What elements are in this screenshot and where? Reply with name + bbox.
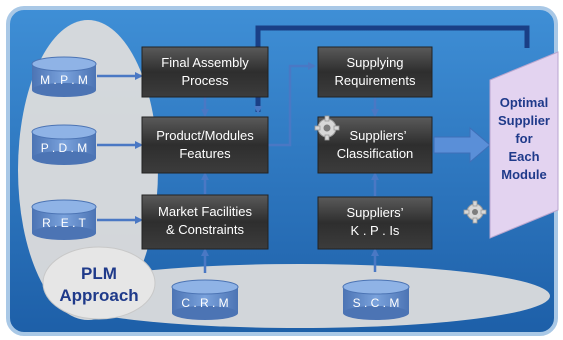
optimal-line3: for bbox=[515, 131, 532, 146]
ret-label: R . E . T bbox=[42, 216, 86, 230]
cylinder-ret: R . E . T bbox=[31, 199, 97, 240]
cylinder-crm: C . R . M bbox=[171, 279, 239, 320]
box-market-facilities: Market Facilities & Constraints bbox=[141, 194, 269, 250]
market-facilities-line1: Market Facilities bbox=[158, 204, 252, 219]
crm-label: C . R . M bbox=[181, 296, 228, 310]
cylinder-scm: S . C . M bbox=[342, 279, 410, 320]
optimal-line2: Supplier bbox=[498, 113, 550, 128]
market-facilities-line2: & Constraints bbox=[166, 222, 245, 237]
gear-icon bbox=[314, 115, 340, 141]
final-assembly-line2: Process bbox=[182, 73, 229, 88]
plm-oval bbox=[42, 246, 156, 320]
pdm-label: P . D . M bbox=[41, 141, 87, 155]
suppliers-kpis-line2: K . P . Is bbox=[351, 223, 400, 238]
box-final-assembly: Final Assembly Process bbox=[141, 46, 269, 98]
cylinder-pdm: P . D . M bbox=[31, 124, 97, 165]
optimal-line4: Each bbox=[508, 149, 539, 164]
plm-title-line1: PLM bbox=[81, 264, 117, 283]
arrow-product-to-supplying bbox=[268, 62, 316, 147]
supplying-requirements-line2: Requirements bbox=[335, 73, 416, 88]
gear-icon bbox=[463, 200, 487, 224]
mpm-label: M . P . M bbox=[40, 73, 88, 87]
plm-title-line2: Approach bbox=[59, 286, 138, 305]
box-product-modules: Product/Modules Features bbox=[141, 116, 269, 174]
final-assembly-line1: Final Assembly bbox=[161, 55, 249, 70]
product-modules-line1: Product/Modules bbox=[156, 128, 254, 143]
box-optimal-supplier: Optimal Supplier for Each Module bbox=[489, 51, 559, 239]
suppliers-classification-line2: Classification bbox=[337, 146, 414, 161]
suppliers-classification-line1: Suppliers’ bbox=[349, 128, 406, 143]
suppliers-kpis-line1: Suppliers’ bbox=[346, 205, 403, 220]
box-supplying-requirements: Supplying Requirements bbox=[317, 46, 433, 98]
supplying-requirements-line1: Supplying bbox=[346, 55, 403, 70]
scm-label: S . C . M bbox=[353, 296, 400, 310]
optimal-line1: Optimal bbox=[500, 95, 548, 110]
cylinder-mpm: M . P . M bbox=[31, 56, 97, 97]
box-suppliers-classification: Suppliers’ Classification bbox=[317, 116, 433, 174]
product-modules-line2: Features bbox=[179, 146, 231, 161]
arrow-classification-to-optimal bbox=[433, 126, 491, 164]
optimal-line5: Module bbox=[501, 167, 547, 182]
box-suppliers-kpis: Suppliers’ K . P . Is bbox=[317, 196, 433, 250]
